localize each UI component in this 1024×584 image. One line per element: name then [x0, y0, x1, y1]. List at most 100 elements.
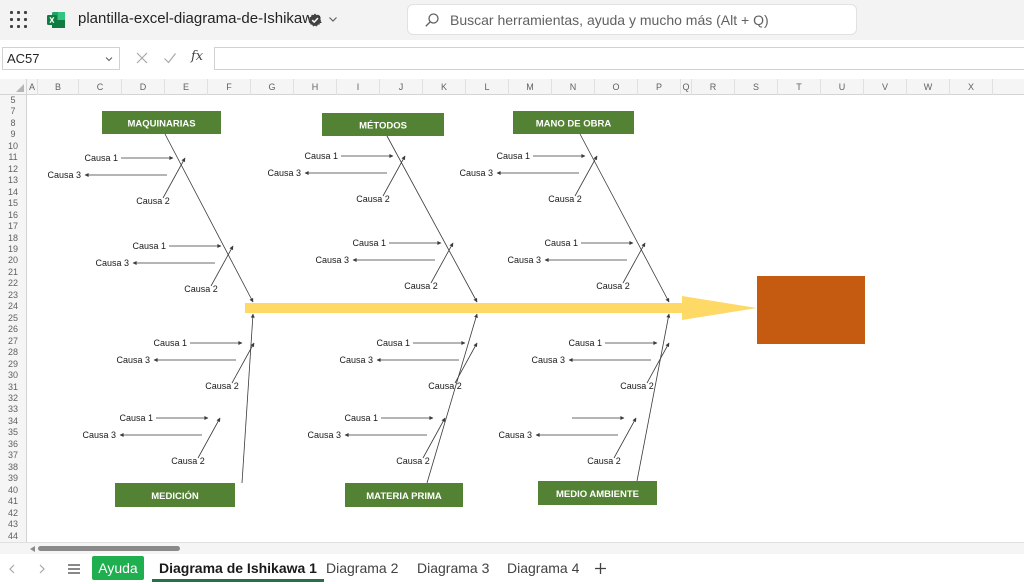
insert-function-button[interactable]: fx: [191, 49, 203, 64]
column-header[interactable]: P: [638, 79, 681, 95]
formula-input[interactable]: [214, 47, 1024, 70]
column-header[interactable]: R: [692, 79, 735, 95]
row-header[interactable]: 37: [7, 450, 18, 461]
cause-1-label: Causa 1: [344, 413, 378, 423]
row-header[interactable]: 8: [10, 117, 16, 128]
column-header[interactable]: F: [208, 79, 251, 95]
row-header[interactable]: 38: [7, 461, 18, 472]
column-header[interactable]: Q: [681, 79, 692, 95]
scroll-left-icon[interactable]: [30, 546, 35, 552]
cause-2-label: Causa 2: [356, 194, 390, 204]
column-header[interactable]: E: [165, 79, 208, 95]
tab-diagrama-3[interactable]: Diagrama 3: [417, 560, 490, 576]
row-header[interactable]: 36: [7, 438, 18, 449]
spine-arrow: [245, 296, 757, 320]
app-launcher-icon[interactable]: [10, 11, 28, 29]
select-all-corner[interactable]: [0, 79, 27, 95]
row-header[interactable]: 5: [10, 95, 16, 105]
column-header[interactable]: I: [337, 79, 380, 95]
tab-ayuda[interactable]: Ayuda: [92, 556, 144, 580]
row-header[interactable]: 12: [7, 163, 18, 174]
column-header[interactable]: J: [380, 79, 423, 95]
column-header[interactable]: G: [251, 79, 294, 95]
cause-3-label: Causa 3: [459, 168, 493, 178]
row-header[interactable]: 15: [7, 198, 18, 209]
column-header[interactable]: T: [778, 79, 821, 95]
search-input[interactable]: Buscar herramientas, ayuda y mucho más (…: [407, 4, 857, 35]
row-header[interactable]: 28: [7, 347, 18, 358]
cause-3-label: Causa 3: [116, 355, 150, 365]
row-header[interactable]: 44: [7, 530, 18, 541]
cause-1-label: Causa 1: [304, 151, 338, 161]
column-header[interactable]: W: [907, 79, 950, 95]
column-header[interactable]: N: [552, 79, 595, 95]
column-header[interactable]: C: [79, 79, 122, 95]
row-header[interactable]: 42: [7, 507, 18, 518]
row-header[interactable]: 18: [7, 232, 18, 243]
row-header[interactable]: 30: [7, 370, 18, 381]
row-header[interactable]: 14: [7, 186, 18, 197]
row-header[interactable]: 31: [7, 381, 18, 392]
cancel-icon[interactable]: [134, 50, 150, 66]
column-header[interactable]: O: [595, 79, 638, 95]
row-header[interactable]: 43: [7, 519, 18, 530]
column-header[interactable]: M: [509, 79, 552, 95]
column-header[interactable]: V: [864, 79, 907, 95]
row-header[interactable]: 29: [7, 358, 18, 369]
saved-status-icon[interactable]: [307, 12, 323, 28]
row-header[interactable]: 20: [7, 255, 18, 266]
cause-2-label: Causa 2: [428, 381, 462, 391]
column-header[interactable]: L: [466, 79, 509, 95]
column-header[interactable]: X: [950, 79, 993, 95]
column-header[interactable]: D: [122, 79, 165, 95]
main-bone-bottom: [426, 313, 478, 484]
row-header[interactable]: 26: [7, 324, 18, 335]
row-header[interactable]: 39: [7, 473, 18, 484]
tab-diagrama-4[interactable]: Diagrama 4: [507, 560, 580, 576]
column-header[interactable]: K: [423, 79, 466, 95]
cause-1-label: Causa 1: [544, 238, 578, 248]
row-header[interactable]: 11: [8, 152, 18, 163]
chevron-down-icon[interactable]: [327, 13, 339, 25]
chevron-left-icon[interactable]: [7, 563, 17, 575]
row-header[interactable]: 40: [7, 484, 18, 495]
row-header[interactable]: 13: [7, 175, 18, 186]
column-header[interactable]: B: [38, 79, 79, 95]
main-bone-top: [579, 133, 670, 303]
row-header[interactable]: 21: [7, 266, 18, 277]
row-header[interactable]: 35: [7, 427, 18, 438]
cause-2-arrow: [613, 417, 637, 459]
column-header[interactable]: S: [735, 79, 778, 95]
horizontal-scrollbar[interactable]: [0, 542, 1024, 554]
column-header[interactable]: H: [294, 79, 337, 95]
all-sheets-menu-icon[interactable]: [67, 563, 81, 575]
tab-diagrama-ishikawa-1[interactable]: Diagrama de Ishikawa 1: [152, 555, 324, 582]
cause-1-label: Causa 1: [119, 413, 153, 423]
row-header[interactable]: 25: [7, 312, 18, 323]
tab-diagrama-2[interactable]: Diagrama 2: [326, 560, 399, 576]
enter-check-icon[interactable]: [162, 50, 178, 66]
row-header[interactable]: 7: [10, 106, 16, 117]
row-header[interactable]: 17: [7, 221, 18, 232]
row-header[interactable]: 34: [7, 415, 18, 426]
column-header[interactable]: U: [821, 79, 864, 95]
row-header[interactable]: 9: [10, 129, 16, 140]
row-header[interactable]: 10: [7, 140, 18, 151]
row-header[interactable]: 27: [7, 335, 18, 346]
row-header[interactable]: 23: [7, 289, 18, 300]
row-header[interactable]: 32: [7, 393, 18, 403]
name-box[interactable]: AC57: [2, 47, 120, 70]
row-header[interactable]: 22: [7, 278, 18, 289]
chevron-down-icon[interactable]: [104, 54, 114, 64]
scrollbar-thumb[interactable]: [38, 546, 180, 551]
row-header[interactable]: 16: [7, 209, 18, 220]
document-title[interactable]: plantilla-excel-diagrama-de-Ishikawa: [78, 10, 322, 27]
column-header[interactable]: A: [27, 79, 38, 95]
row-header[interactable]: 41: [7, 496, 18, 507]
row-header[interactable]: 19: [7, 244, 18, 254]
row-header[interactable]: 24: [7, 301, 18, 312]
chevron-right-icon[interactable]: [37, 563, 47, 575]
row-header[interactable]: 33: [7, 404, 18, 415]
add-sheet-icon[interactable]: [594, 562, 607, 575]
